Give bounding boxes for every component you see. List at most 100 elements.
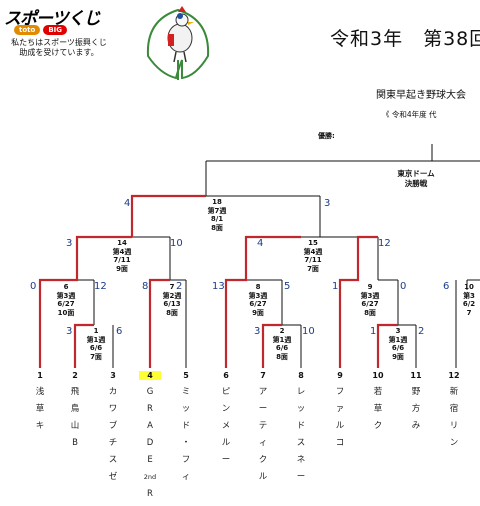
big-badge: BIG bbox=[43, 25, 67, 35]
game-field: 8面 bbox=[211, 223, 223, 232]
game-8: 8 第3週 6/27 9面 bbox=[238, 283, 278, 317]
team-name-char: 宿 bbox=[449, 404, 459, 414]
game-number: 1 bbox=[93, 327, 99, 335]
game-field: 8面 bbox=[276, 352, 288, 361]
score-g2-left: 3 bbox=[254, 326, 261, 337]
score-g2-right: 10 bbox=[302, 326, 315, 337]
game-date: 7/11 bbox=[113, 256, 131, 264]
team-name-char: ル bbox=[221, 438, 231, 448]
team-name-char: コ bbox=[335, 438, 345, 448]
team-name-char: E bbox=[147, 455, 153, 465]
score-g6-right: 12 bbox=[94, 281, 107, 292]
toto-logo-text: スポーツくじ bbox=[4, 9, 101, 29]
final-venue-line2: 決勝戦 bbox=[404, 179, 428, 188]
game-date: 6/27 bbox=[361, 300, 379, 308]
team-name-char: リ bbox=[449, 421, 459, 431]
game-field: 10面 bbox=[57, 308, 75, 317]
team-name-char: G bbox=[146, 387, 154, 397]
game-field: 8面 bbox=[364, 308, 376, 317]
team-name-char: ー bbox=[221, 455, 231, 465]
game-week: 第1週 bbox=[272, 335, 292, 344]
game-1: 1 第1週 6/6 7面 bbox=[76, 327, 116, 361]
team-number: 9 bbox=[337, 371, 343, 380]
final-venue: 東京ドーム 決勝戦 bbox=[386, 169, 446, 189]
game-6: 6 第3週 6/27 10面 bbox=[46, 283, 86, 317]
game-week: 第3週 bbox=[56, 291, 76, 300]
game-date: 6/2 bbox=[462, 300, 476, 308]
team-name-char: チ bbox=[108, 438, 118, 448]
team-name-char: ド bbox=[296, 421, 306, 431]
game-15: 15 第4週 7/11 7面 bbox=[293, 239, 333, 273]
game-number: 2 bbox=[279, 327, 285, 335]
team-name-char: 方 bbox=[411, 404, 421, 414]
game-number: 14 bbox=[117, 239, 127, 247]
team-name-char: ィ bbox=[258, 438, 268, 448]
team-name-char: ィ bbox=[181, 472, 191, 482]
game-week: 第7週 bbox=[207, 206, 227, 215]
team-name-char: フ bbox=[181, 455, 191, 465]
game-2: 2 第1週 6/6 8面 bbox=[262, 327, 302, 361]
game-date: 7/11 bbox=[304, 256, 322, 264]
team-number: 12 bbox=[448, 371, 460, 380]
game-date: 6/27 bbox=[249, 300, 267, 308]
team-name-char: B bbox=[72, 438, 78, 448]
team-name-char: A bbox=[147, 421, 153, 431]
team-number: 5 bbox=[183, 371, 189, 380]
score-g14-right: 10 bbox=[170, 238, 183, 249]
game-week: 第3 bbox=[463, 291, 475, 300]
game-field: 7 bbox=[466, 308, 472, 317]
game-number: 9 bbox=[367, 283, 373, 291]
game-week: 第4週 bbox=[303, 247, 323, 256]
game-field: 8面 bbox=[166, 308, 178, 317]
ginkgo-leaf-icon bbox=[146, 8, 210, 80]
game-week: 第3週 bbox=[248, 291, 268, 300]
game-week: 第2週 bbox=[162, 291, 182, 300]
team-name-char: カ bbox=[108, 387, 118, 397]
team-name-char: D bbox=[146, 438, 154, 448]
game-date: 8/1 bbox=[210, 215, 224, 223]
team-name-char: ル bbox=[335, 421, 345, 431]
game-field: 9面 bbox=[392, 352, 404, 361]
team-name-char: ブ bbox=[108, 421, 118, 431]
support-notice: 私たちはスポーツ振興くじ 助成を受けています。 bbox=[6, 38, 112, 58]
game-10: 10 第3 6/2 7 bbox=[458, 283, 480, 317]
team-name-char: フ bbox=[335, 387, 345, 397]
team-number: 3 bbox=[110, 371, 116, 380]
game-18: 18 第7週 8/1 8面 bbox=[197, 198, 237, 232]
score-g6-left: 0 bbox=[30, 281, 37, 292]
game-7: 7 第2週 6/13 8面 bbox=[152, 283, 192, 317]
score-g8-right: 5 bbox=[284, 281, 291, 292]
team-name-char: ワ bbox=[108, 404, 118, 414]
game-number: 8 bbox=[255, 283, 261, 291]
team-name-char: 若 bbox=[373, 387, 383, 397]
team-name-char: ル bbox=[258, 472, 268, 482]
team-name-char: ゼ bbox=[108, 472, 118, 482]
game-date: 6/13 bbox=[163, 300, 181, 308]
score-g15-right: 12 bbox=[378, 238, 391, 249]
score-g7-left: 8 bbox=[142, 281, 149, 292]
team-name-char: 浅 bbox=[35, 387, 45, 397]
game-number: 18 bbox=[212, 198, 222, 206]
team-name-char: ク bbox=[258, 455, 268, 465]
team-number: 1 bbox=[37, 371, 43, 380]
team-name-char: ア bbox=[258, 387, 268, 397]
game-field: 9面 bbox=[116, 264, 128, 273]
game-week: 第1週 bbox=[388, 335, 408, 344]
team-name-char: ン bbox=[221, 404, 231, 414]
team-name-char: 新 bbox=[449, 387, 459, 397]
game-field: 7面 bbox=[90, 352, 102, 361]
game-number: 15 bbox=[308, 239, 318, 247]
score-g3-left: 1 bbox=[370, 326, 377, 337]
team-name-char: 草 bbox=[373, 404, 383, 414]
game-week: 第4週 bbox=[112, 247, 132, 256]
game-date: 6/27 bbox=[57, 300, 75, 308]
team-name-char: R bbox=[147, 489, 153, 499]
team-number: 2 bbox=[72, 371, 78, 380]
team-name-char: ネ bbox=[296, 455, 306, 465]
team-name-char: ン bbox=[449, 438, 459, 448]
game-field: 7面 bbox=[307, 264, 319, 273]
team-name-char: 飛 bbox=[70, 387, 80, 397]
score-g9-right: 0 bbox=[400, 281, 407, 292]
team-name-char: ス bbox=[296, 438, 306, 448]
rooster-icon bbox=[167, 6, 194, 63]
